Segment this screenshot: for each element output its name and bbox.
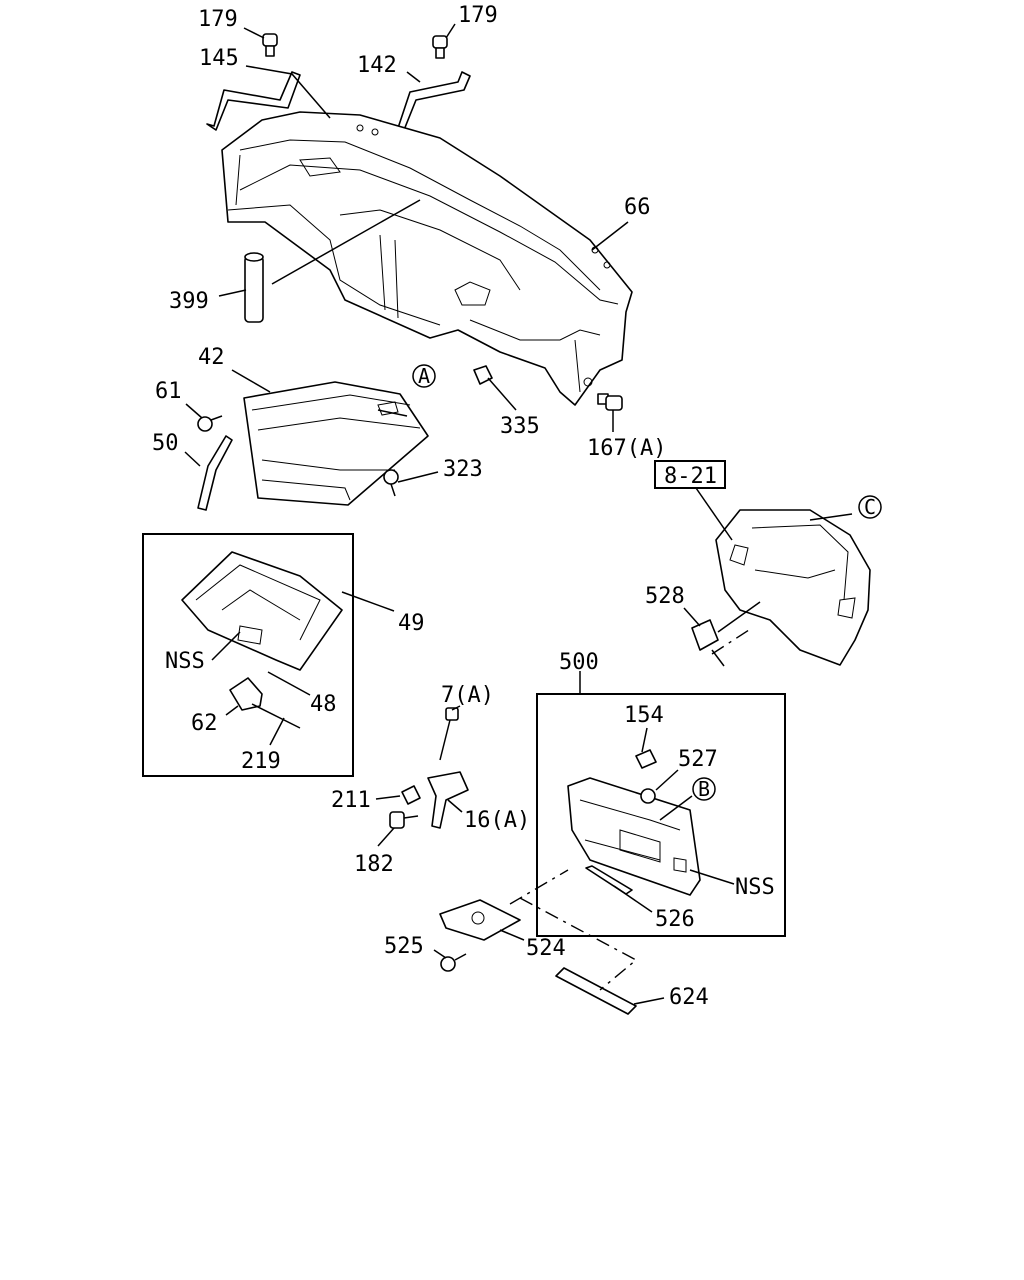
clip-335	[473, 365, 493, 385]
glove-box-42	[243, 381, 429, 506]
label-182: 182	[354, 852, 394, 877]
bolt-7a	[439, 707, 459, 761]
label-nss-left: NSS	[165, 649, 205, 674]
glove-box-lid-49	[181, 551, 343, 671]
label-154: 154	[624, 703, 664, 728]
label-323: 323	[443, 457, 483, 482]
bracket-16a	[427, 771, 469, 829]
screw-323	[383, 469, 399, 497]
label-145: 145	[199, 46, 239, 71]
clip-154	[635, 749, 657, 769]
label-526: 526	[655, 907, 695, 932]
label-nss-right: NSS	[735, 875, 775, 900]
pipe-399	[244, 252, 264, 323]
label-219: 219	[241, 749, 281, 774]
label-525: 525	[384, 934, 424, 959]
bracket-142	[389, 71, 471, 131]
label-167a: 167(A)	[587, 436, 666, 461]
bracket-145	[206, 71, 301, 131]
callout-a: A	[412, 364, 436, 388]
label-142: 142	[357, 53, 397, 78]
dash-frame-66	[221, 111, 633, 406]
label-624: 624	[669, 985, 709, 1010]
leader-lines	[184, 23, 853, 1005]
screw-61	[197, 415, 223, 432]
clip-527	[640, 788, 656, 804]
label-524: 524	[526, 936, 566, 961]
label-66: 66	[624, 195, 651, 220]
nut-211	[401, 785, 421, 805]
label-50: 50	[152, 431, 179, 456]
screw-525	[440, 953, 467, 972]
label-335: 335	[500, 414, 540, 439]
callout-c: C	[858, 495, 882, 519]
label-211: 211	[331, 788, 371, 813]
reference-box-8-21	[654, 460, 726, 489]
label-399: 399	[169, 289, 209, 314]
label-16a: 16(A)	[464, 808, 530, 833]
module-528	[691, 619, 725, 667]
strip-624	[555, 967, 637, 1015]
label-61: 61	[155, 379, 182, 404]
dash-dot-lines	[509, 627, 753, 991]
latch-62	[229, 677, 263, 711]
bolt-179-left	[262, 33, 278, 57]
console-panel	[567, 777, 701, 896]
label-42: 42	[198, 345, 225, 370]
bolt-182	[389, 811, 419, 829]
rod-219	[251, 703, 301, 729]
bolt-167a	[597, 393, 623, 411]
group-box-500	[536, 693, 786, 937]
strip-526	[585, 865, 633, 895]
label-500: 500	[559, 650, 599, 675]
label-528: 528	[645, 584, 685, 609]
svg-text:C: C	[864, 495, 876, 519]
label-7a: 7(A)	[441, 683, 494, 708]
svg-text:A: A	[418, 364, 430, 388]
label-179-left: 179	[198, 7, 238, 32]
label-49: 49	[398, 611, 425, 636]
bolt-179-right	[432, 35, 448, 59]
label-62: 62	[191, 711, 218, 736]
label-48: 48	[310, 692, 337, 717]
svg-text:B: B	[698, 777, 710, 801]
label-527: 527	[678, 747, 718, 772]
label-179-right: 179	[458, 3, 498, 28]
callout-b: B	[692, 777, 716, 801]
strip-50	[197, 435, 233, 511]
cluster-panel	[715, 509, 871, 666]
label-8-21: 8-21	[664, 464, 717, 489]
group-box-49	[142, 533, 354, 777]
